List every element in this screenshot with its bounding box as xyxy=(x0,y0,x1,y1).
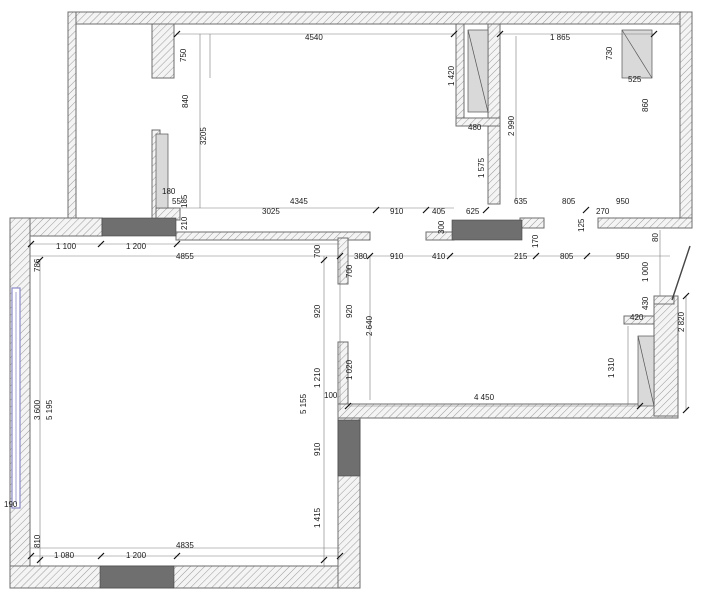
walls xyxy=(9,11,693,589)
dim-1865: 1 865 xyxy=(550,33,571,42)
dim-380: 380 xyxy=(354,252,368,261)
wall-bath-bottom-right xyxy=(597,217,693,229)
dim-950-a: 950 xyxy=(616,197,630,206)
dim-635: 635 xyxy=(514,197,528,206)
dim-860: 860 xyxy=(641,98,650,112)
wall-corridor-c xyxy=(519,217,545,229)
dim-430: 430 xyxy=(641,296,650,310)
dim-1100: 1 100 xyxy=(56,242,77,251)
dim-1020: 1 020 xyxy=(345,359,354,380)
dim-1000: 1 000 xyxy=(641,261,650,282)
dim-525: 525 xyxy=(628,75,642,84)
wall-big-bottom xyxy=(9,565,361,589)
dim-2820: 2 820 xyxy=(677,311,686,332)
dim-920-a: 920 xyxy=(313,304,322,318)
dim-1200-top: 1 200 xyxy=(126,242,147,251)
dim-100: 100 xyxy=(324,391,338,400)
wall-closet-bottom xyxy=(455,117,501,127)
dim-2990: 2 990 xyxy=(507,115,516,136)
wall-right-upper xyxy=(679,11,693,229)
dim-730: 730 xyxy=(605,46,614,60)
dim-3600: 3 600 xyxy=(33,399,42,420)
dim-840: 840 xyxy=(181,94,190,108)
dim-top-room-width: 4540 xyxy=(305,33,323,42)
dim-185: 185 xyxy=(180,194,189,208)
dim-4855: 4855 xyxy=(176,252,194,261)
dim-4345: 4345 xyxy=(290,197,308,206)
dim-3025: 3025 xyxy=(262,207,280,216)
wall-closet-right xyxy=(487,23,501,205)
wall-hall-right xyxy=(653,295,679,417)
dim-805-a: 805 xyxy=(562,197,576,206)
window-right-big-room xyxy=(337,419,361,477)
dim-300: 300 xyxy=(437,220,446,234)
dim-125: 125 xyxy=(577,218,586,232)
window-bottom-big-room xyxy=(99,565,175,589)
dim-420: 420 xyxy=(630,313,644,322)
dim-950-b: 950 xyxy=(616,252,630,261)
dim-1420: 1 420 xyxy=(447,65,456,86)
dim-920-b: 920 xyxy=(345,304,354,318)
dim-190: 190 xyxy=(4,500,18,509)
dim-750: 750 xyxy=(179,48,188,62)
dim-270: 270 xyxy=(596,207,610,216)
wall-hall-stub-upper xyxy=(337,237,349,285)
dim-700-a: 700 xyxy=(313,244,322,258)
dim-480: 480 xyxy=(468,123,482,132)
dim-1200-bottom: 1 200 xyxy=(126,551,147,560)
dim-1415: 1 415 xyxy=(313,507,322,528)
wall-left-upper xyxy=(67,11,77,219)
dim-5195: 5 195 xyxy=(45,399,54,420)
dim-410: 410 xyxy=(432,252,446,261)
dim-4835: 4835 xyxy=(176,541,194,550)
dim-910-a: 910 xyxy=(390,207,404,216)
fixtures xyxy=(155,29,691,407)
dim-80: 80 xyxy=(651,233,660,242)
top-room-niche xyxy=(155,133,169,209)
dim-405: 405 xyxy=(432,207,446,216)
dim-170: 170 xyxy=(531,234,540,248)
window-top-big-room xyxy=(101,217,177,237)
dim-810: 810 xyxy=(33,534,42,548)
dim-786: 786 xyxy=(33,258,42,272)
dim-2640: 2 640 xyxy=(365,315,374,336)
dim-4450: 4 450 xyxy=(474,393,495,402)
wall-entry-jamb xyxy=(653,295,675,305)
dim-1575: 1 575 xyxy=(477,157,486,178)
dim-910-c: 910 xyxy=(313,442,322,456)
wall-stub-topleft xyxy=(151,23,175,79)
wall-closet-left xyxy=(455,23,465,125)
window-corridor xyxy=(451,219,523,241)
dimension-labels: 4540 750 840 3205 180 185 55 210 4345 30… xyxy=(4,33,686,560)
dimension-lines xyxy=(30,33,687,566)
entry-door-leaf xyxy=(671,245,691,301)
dim-1080: 1 080 xyxy=(54,551,75,560)
dim-5155: 5 155 xyxy=(299,393,308,414)
dim-1210: 1 210 xyxy=(313,367,322,388)
dim-910-b: 910 xyxy=(390,252,404,261)
dim-3205: 3205 xyxy=(199,127,208,145)
dim-180: 180 xyxy=(162,187,176,196)
dim-1310: 1 310 xyxy=(607,357,616,378)
dim-210: 210 xyxy=(180,216,189,230)
dim-625: 625 xyxy=(466,207,480,216)
dim-215: 215 xyxy=(514,252,528,261)
dim-805-b: 805 xyxy=(560,252,574,261)
wall-hall-right-small xyxy=(623,315,655,325)
wall-top xyxy=(67,11,693,25)
dim-700-b: 700 xyxy=(345,264,354,278)
openings xyxy=(11,217,523,589)
dimension-ticks xyxy=(27,30,690,564)
dim-55: 55 xyxy=(172,197,181,206)
